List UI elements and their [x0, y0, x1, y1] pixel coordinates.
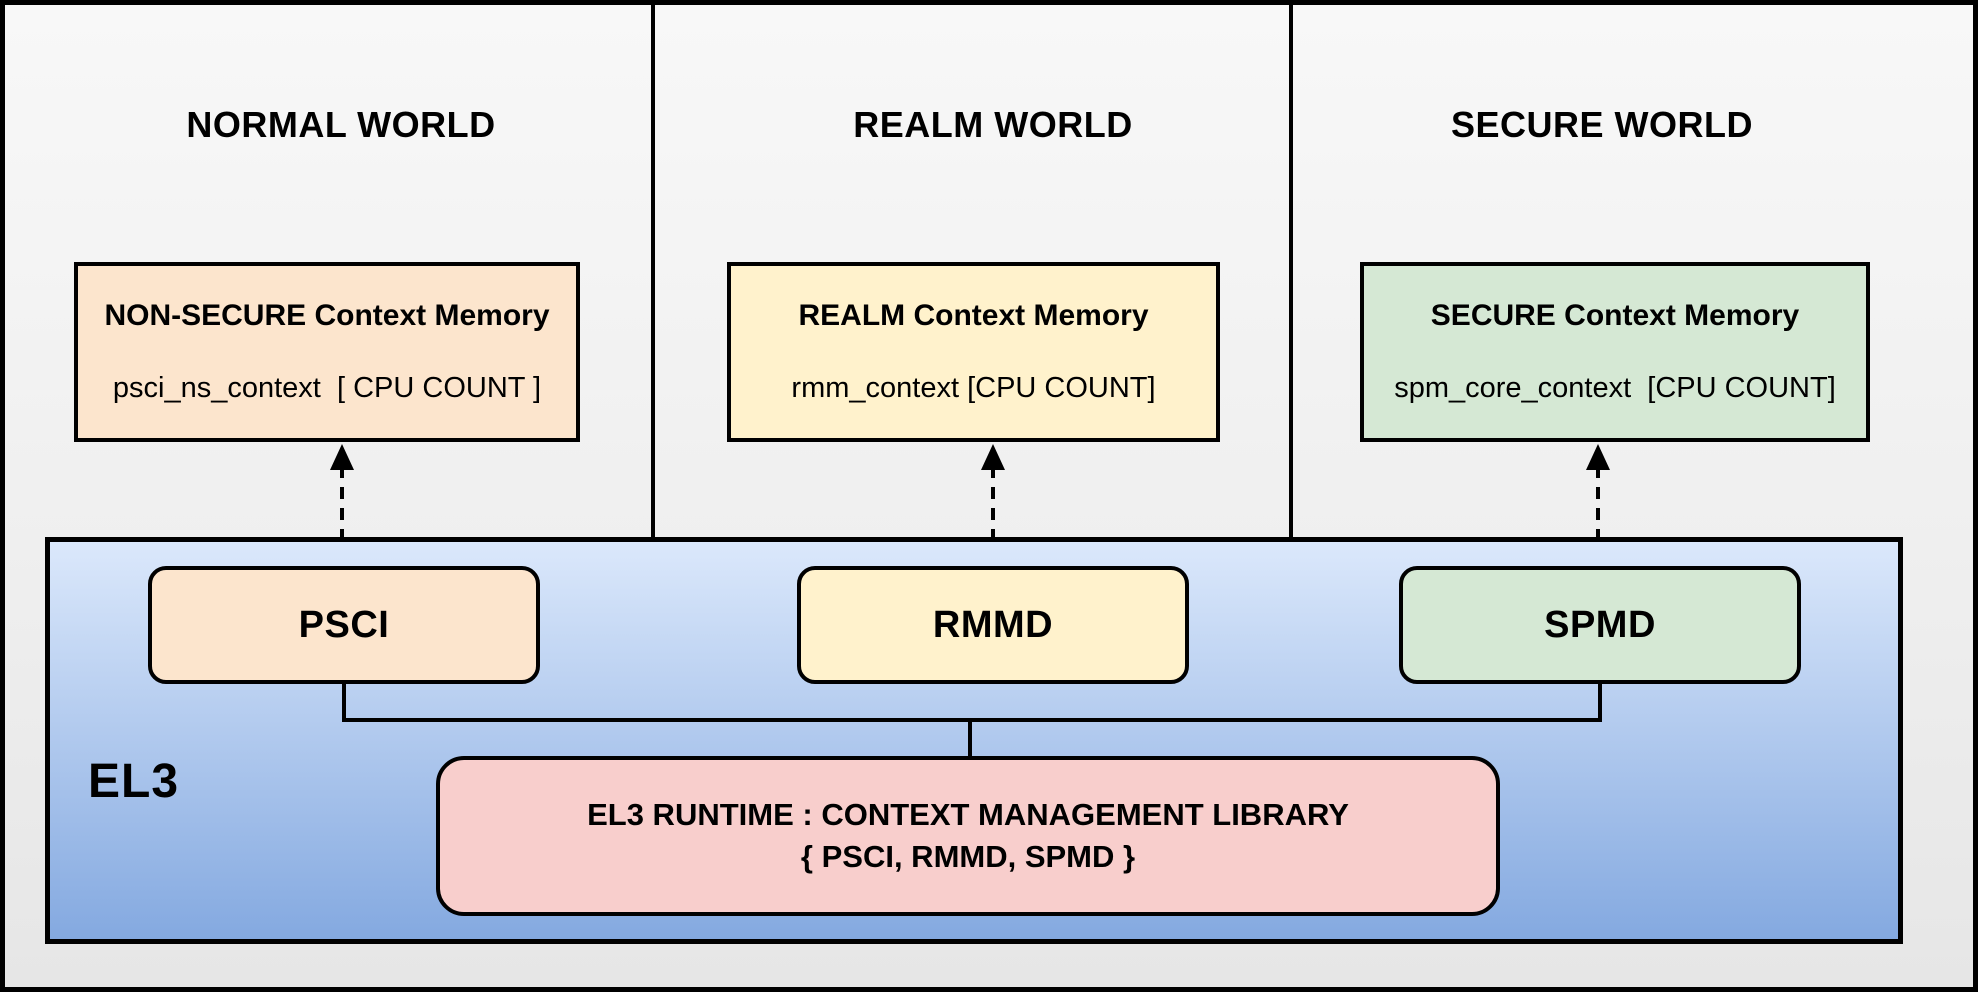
connector-bus [342, 718, 1602, 722]
world-divider-normal-realm [651, 5, 655, 539]
rmmd-box: RMMD [797, 566, 1189, 684]
context-memory-title: NON-SECURE Context Memory [104, 299, 550, 332]
dashed-line [991, 466, 995, 542]
runtime-connector-drop [968, 720, 972, 758]
psci-box: PSCI [148, 566, 540, 684]
el3-runtime-box: EL3 RUNTIME : CONTEXT MANAGEMENT LIBRARY… [436, 756, 1500, 916]
context-memory-title: SECURE Context Memory [1430, 299, 1800, 332]
dashed-line [1596, 466, 1600, 542]
spmd-box: SPMD [1399, 566, 1801, 684]
context-memory-box-realm: REALM Context Memory rmm_context [CPU CO… [727, 262, 1220, 442]
runtime-box-subtitle: { PSCI, RMMD, SPMD } [800, 839, 1136, 874]
world-divider-realm-secure [1289, 5, 1293, 539]
context-memory-box-nonsecure: NON-SECURE Context Memory psci_ns_contex… [74, 262, 580, 442]
world-title-realm: REALM WORLD [853, 104, 1133, 145]
rmmd-label: RMMD [932, 603, 1054, 646]
el3-label: EL3 [88, 755, 180, 808]
arrowhead-up-icon [1586, 444, 1610, 470]
runtime-box-title: EL3 RUNTIME : CONTEXT MANAGEMENT LIBRARY [587, 797, 1349, 832]
spmd-connector-stub [1598, 682, 1602, 722]
world-title-normal: NORMAL WORLD [186, 104, 496, 145]
arrowhead-up-icon [330, 444, 354, 470]
dashed-line [340, 466, 344, 542]
context-memory-box-secure: SECURE Context Memory spm_core_context [… [1360, 262, 1870, 442]
context-memory-array: rmm_context [CPU COUNT] [791, 372, 1156, 404]
world-title-secure: SECURE WORLD [1451, 104, 1753, 145]
spmd-label: SPMD [1544, 603, 1656, 646]
context-memory-title: REALM Context Memory [798, 299, 1149, 332]
psci-label: PSCI [298, 603, 390, 646]
context-memory-array: spm_core_context [CPU COUNT] [1394, 372, 1836, 404]
context-memory-array: psci_ns_context [ CPU COUNT ] [112, 372, 542, 404]
psci-connector-stub [342, 682, 346, 722]
arrowhead-up-icon [981, 444, 1005, 470]
